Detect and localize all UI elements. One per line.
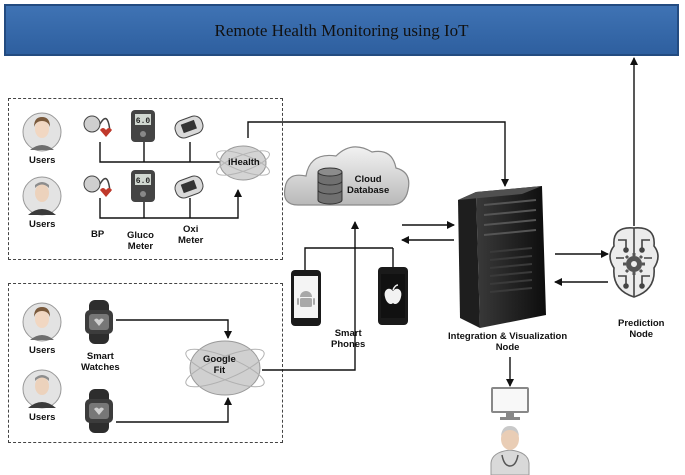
gluco-meter-label: Gluco Meter [127,230,154,253]
google-fit-label: Google Fit [203,354,236,377]
svg-text:6.0: 6.0 [136,177,151,186]
connector-lines [99,57,638,423]
gear-icon [623,253,645,275]
blood-pressure-monitor-icon [83,175,112,197]
server-tower-icon [458,186,546,328]
prediction-node-label: Prediction Node [618,318,665,341]
integration-node-label: Integration & Visualization Node [448,331,568,354]
cloud-icon [283,146,410,206]
monitor-icon [491,387,529,420]
connector-row1-to-ihealth [99,142,229,166]
users-label: Users [29,155,56,166]
connector-watch2-to-googlefit [116,397,232,423]
svg-text:6.0: 6.0 [136,117,151,126]
blood-pressure-monitor-icon [83,115,112,137]
user-avatar-icon [22,176,62,216]
title-banner: Remote Health Monitoring using IoT [4,4,679,56]
users-label: Users [29,412,56,423]
ihealth-hub-icon [216,145,270,181]
users-label: Users [29,345,56,356]
connector-ihealth-to-server [247,121,509,187]
bp-label: BP [91,229,105,240]
connector-row2-to-ihealth [99,189,242,219]
user-avatar-icon [22,369,62,409]
pulse-oximeter-icon [174,175,204,199]
apple-icon [384,284,402,305]
oxi-meter-label: Oxi Meter [178,224,204,247]
smartwatch-icon [85,389,113,433]
cloud-database-label: Cloud Database [347,174,390,197]
ihealth-label: iHealth [228,157,260,168]
smart-watches-label: Smart Watches [81,351,120,374]
smartwatch-icon [85,300,113,344]
smart-phones-label: Smart Phones [331,328,366,351]
doctor-icon [490,426,530,475]
google-fit-hub-icon [185,340,265,396]
page-title: Remote Health Monitoring using IoT [214,21,469,40]
database-icon [317,167,343,205]
pulse-oximeter-icon [174,115,204,139]
ihealth-devices-panel [8,98,283,260]
users-label: Users [29,219,56,230]
connector-watch1-to-googlefit [116,319,232,339]
glucose-meter-icon: 6.0 [131,170,155,202]
google-fit-devices-panel [8,283,283,443]
android-icon [297,291,315,307]
user-avatar-icon [22,112,62,152]
user-avatar-icon [22,302,62,342]
glucose-meter-icon: 6.0 [131,110,155,142]
